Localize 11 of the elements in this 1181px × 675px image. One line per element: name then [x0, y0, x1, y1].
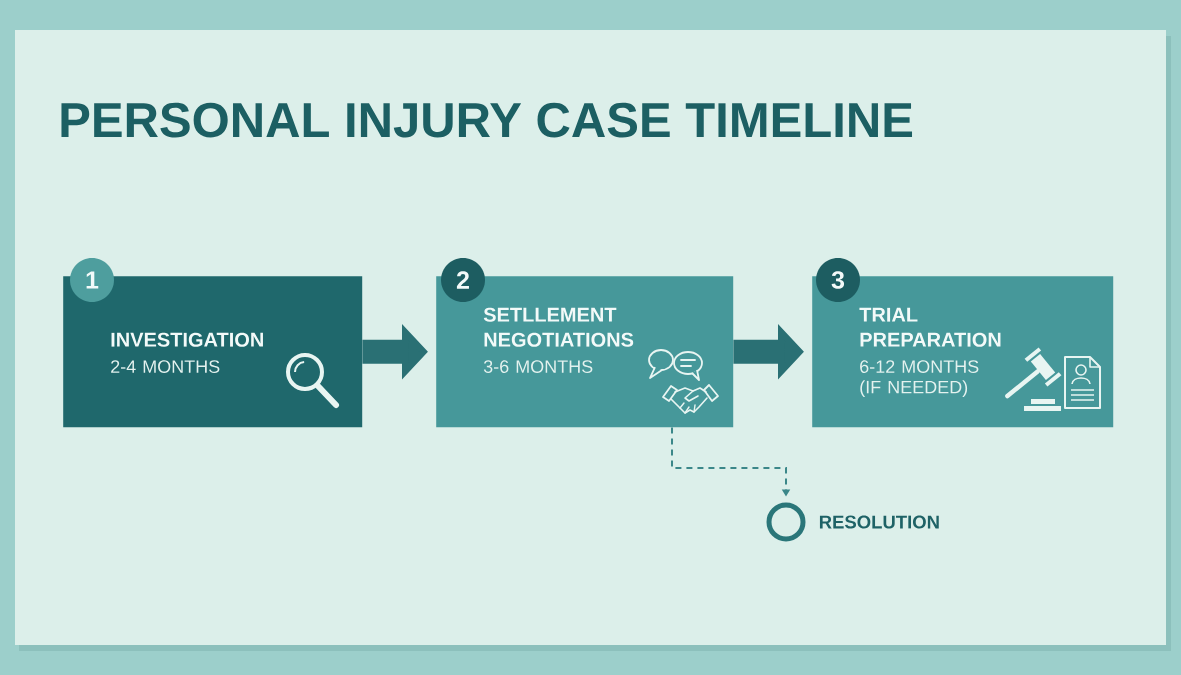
step-title: SETLLEMENT NEGOTIATIONS [483, 307, 634, 347]
step-title: INVESTIGATION [111, 332, 263, 347]
duration-text: 3-6 MONTHS [483, 360, 593, 373]
step-title: TRIAL PREPARATION [859, 307, 1001, 347]
duration-text: 6-12 MONTHS (IF NEEDED) [860, 360, 979, 397]
title: PERSONAL INJURY CASE TIMELINE [61, 102, 912, 138]
duration-text: 2-4 MONTHS [111, 360, 220, 373]
number-badge: 1 [70, 258, 114, 302]
number-badge: 2 [441, 258, 485, 302]
outcome-label: RESOLUTION [819, 515, 939, 529]
number-badge: 3 [816, 258, 860, 302]
